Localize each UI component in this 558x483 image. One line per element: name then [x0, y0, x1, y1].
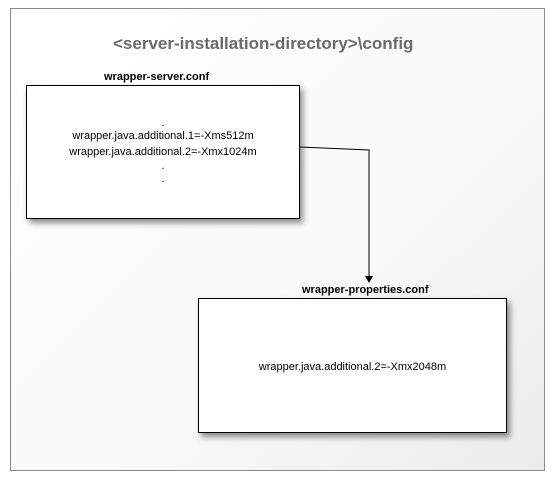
- server-conf-label: wrapper-server.conf: [104, 71, 210, 83]
- server-conf-line: .: [161, 173, 165, 185]
- connector-line: [299, 146, 370, 276]
- arrowhead: [365, 276, 373, 283]
- server-conf-line: wrapper.java.additional.1=-Xms512m: [72, 130, 254, 142]
- properties-conf-label: wrapper-properties.conf: [302, 284, 429, 296]
- properties-conf-box: wrapper.java.additional.2=-Xmx2048m: [198, 298, 507, 433]
- server-conf-line: .: [161, 160, 165, 172]
- properties-conf-line: wrapper.java.additional.2=-Xmx2048m: [258, 361, 447, 373]
- server-conf-line: wrapper.java.additional.2=-Xmx1024m: [69, 146, 257, 158]
- directory-title: <server-installation-directory>\config: [113, 34, 414, 53]
- server-conf-box: . wrapper.java.additional.1=-Xms512m wra…: [26, 85, 300, 219]
- server-conf-line: .: [161, 117, 165, 129]
